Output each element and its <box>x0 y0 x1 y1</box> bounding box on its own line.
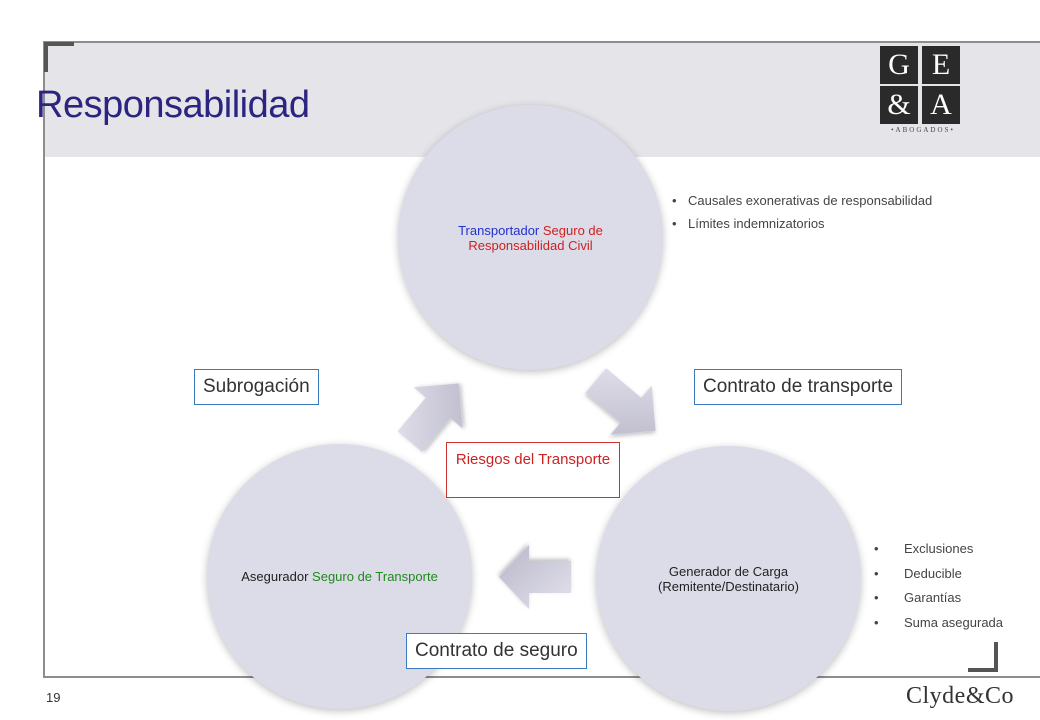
slide-title: Responsabilidad <box>36 84 310 126</box>
circle-transportador: Transportador Seguro de Responsabilidad … <box>398 105 663 370</box>
generador-label: Generador de Carga (Remitente/Destinatar… <box>658 563 799 594</box>
gea-logo: G E & A •ABOGADOS• <box>880 46 966 134</box>
logo-letter: E <box>922 46 960 84</box>
corner-mark-bottom-right-vertical <box>994 642 998 672</box>
clyde-co-logo: Clyde&Co <box>906 683 1015 709</box>
center-risks-box: Riesgos del Transporte <box>446 442 620 498</box>
bullets-transport-list: Causales exonerativas de responsabilidad… <box>672 193 932 239</box>
relation-subrogacion: Subrogación <box>194 369 319 405</box>
circle-asegurador-text: Asegurador Seguro de Transporte <box>240 569 440 584</box>
relation-contrato-transporte: Contrato de transporte <box>694 369 903 405</box>
circle-generador: Generador de Carga (Remitente/Destinatar… <box>596 446 861 711</box>
list-item: Suma asegurada <box>874 615 1003 640</box>
transportador-label: Transportador <box>458 222 540 238</box>
logo-subtitle: •ABOGADOS• <box>891 126 955 134</box>
arrow-to-top <box>397 383 463 452</box>
seguro-rc-label: Seguro de Responsabilidad Civil <box>468 222 603 253</box>
logo-letter: G <box>880 46 918 84</box>
seguro-transporte-label: Seguro de Transporte <box>312 569 438 584</box>
corner-mark-top-left <box>44 42 74 46</box>
list-item: Exclusiones <box>874 541 1003 566</box>
frame-bottom-line <box>43 676 1040 678</box>
list-item: Garantías <box>874 590 1003 615</box>
page-number: 19 <box>46 690 61 705</box>
circle-transportador-text: Transportador Seguro de Responsabilidad … <box>431 223 631 253</box>
list-item: Causales exonerativas de responsabilidad <box>672 193 932 216</box>
corner-mark-top-left-vertical <box>44 42 48 72</box>
arrow-to-left <box>499 545 571 609</box>
logo-letter: A <box>922 86 960 124</box>
list-item: Deducible <box>874 566 1003 591</box>
list-item: Límites indemnizatorios <box>672 216 932 239</box>
frame-top-line <box>43 41 1040 43</box>
relation-contrato-seguro: Contrato de seguro <box>406 633 587 669</box>
logo-letter: & <box>880 86 918 124</box>
asegurador-label: Asegurador <box>241 569 309 584</box>
circle-asegurador: Asegurador Seguro de Transporte <box>207 444 472 709</box>
frame-left-line <box>43 42 45 678</box>
arrow-to-right <box>585 368 656 435</box>
corner-mark-bottom-right <box>968 668 998 672</box>
bullets-insurance-list: Exclusiones Deducible Garantías Suma ase… <box>874 541 1003 639</box>
